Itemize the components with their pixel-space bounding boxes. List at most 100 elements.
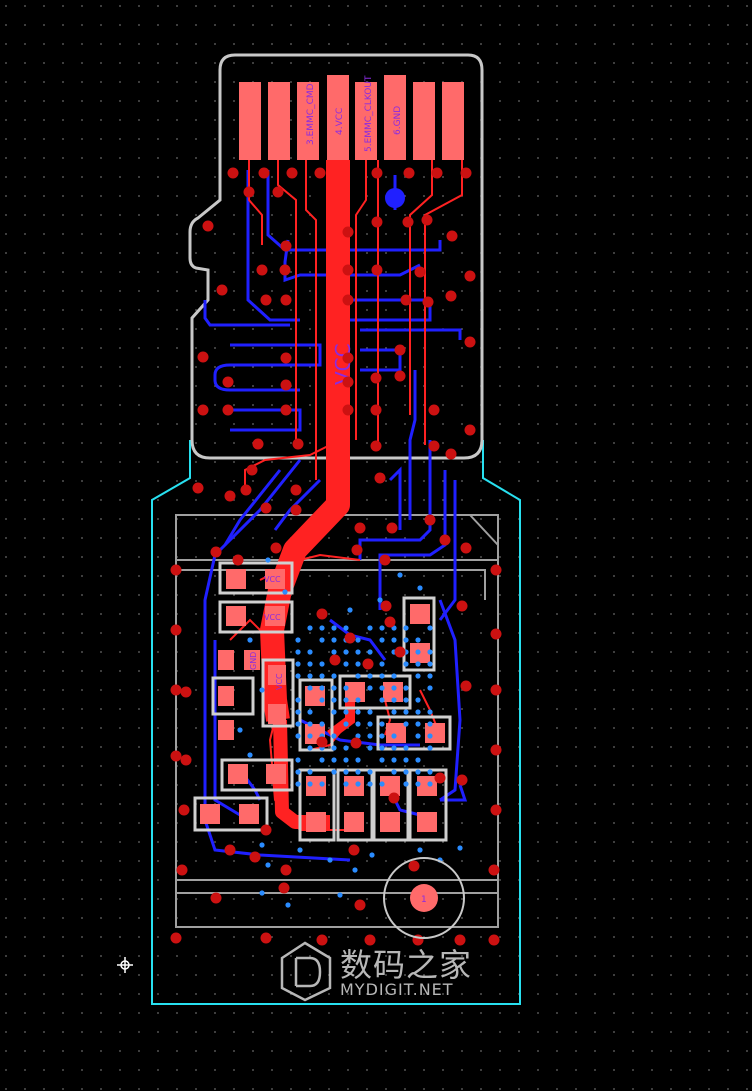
via <box>351 544 363 556</box>
via <box>170 564 182 576</box>
footprint-outline <box>218 561 294 595</box>
via <box>403 167 415 179</box>
pad-label-vcc-2: VCC <box>264 613 281 622</box>
bga-via <box>331 769 337 775</box>
footprint-outline <box>218 600 294 634</box>
watermark-chinese: 数码之家 <box>340 946 473 984</box>
via <box>402 216 414 228</box>
bga-via <box>367 649 373 655</box>
card-outline <box>188 53 484 460</box>
via <box>446 230 458 242</box>
via <box>342 294 354 306</box>
bga-via <box>417 585 423 591</box>
bga-via <box>355 661 361 667</box>
bga-via <box>307 745 313 751</box>
footprint-outline <box>220 758 294 792</box>
bga-via <box>415 637 421 643</box>
bga-via <box>355 649 361 655</box>
bga-via <box>415 649 421 655</box>
bga-via <box>343 721 349 727</box>
via <box>456 600 468 612</box>
bga-via <box>295 733 301 739</box>
bga-via <box>377 597 383 603</box>
bga-via <box>307 769 313 775</box>
bga-via <box>379 637 385 643</box>
via <box>227 167 239 179</box>
via <box>408 860 420 872</box>
via <box>344 632 356 644</box>
via <box>260 502 272 514</box>
via <box>316 934 328 946</box>
bga-via <box>415 757 421 763</box>
bga-via <box>355 673 361 679</box>
via <box>394 344 406 356</box>
origin-crosshair-icon <box>117 957 133 973</box>
bga-via <box>343 745 349 751</box>
bga-via <box>337 892 343 898</box>
via <box>445 448 457 460</box>
bga-via <box>391 757 397 763</box>
bga-via <box>355 697 361 703</box>
via <box>445 290 457 302</box>
via <box>434 772 446 784</box>
contact-pad <box>355 82 377 160</box>
via <box>460 542 472 554</box>
via <box>260 932 272 944</box>
bga-via <box>367 625 373 631</box>
bga-via <box>415 709 421 715</box>
bga-via <box>319 757 325 763</box>
bga-via <box>295 637 301 643</box>
logo-d-icon <box>280 941 332 1002</box>
bga-via <box>307 781 313 787</box>
via <box>342 226 354 238</box>
bga-via <box>247 752 253 758</box>
via <box>371 216 383 228</box>
via <box>374 472 386 484</box>
bga-via <box>355 709 361 715</box>
bga-via <box>343 649 349 655</box>
pin-label-cmd: 3.EMMC_CMD <box>306 83 316 145</box>
bga-via <box>415 721 421 727</box>
bga-via <box>379 757 385 763</box>
contact-pad <box>297 82 319 160</box>
bga-via <box>331 625 337 631</box>
bga-via <box>427 733 433 739</box>
bga-via <box>427 769 433 775</box>
pad-label-vcc-3: VCC <box>275 673 284 690</box>
bga-via <box>415 769 421 775</box>
contact-pad <box>268 82 290 160</box>
via <box>314 167 326 179</box>
via <box>490 804 502 816</box>
footprint-outline <box>211 676 255 716</box>
bga-via <box>307 709 313 715</box>
via <box>180 754 192 766</box>
bga-via <box>343 781 349 787</box>
via <box>460 680 472 692</box>
via <box>170 932 182 944</box>
via <box>428 404 440 416</box>
via <box>386 522 398 534</box>
bga-via <box>367 769 373 775</box>
bga-via <box>355 781 361 787</box>
bga-via <box>307 721 313 727</box>
via <box>224 490 236 502</box>
bga-via <box>403 781 409 787</box>
bga-via <box>343 757 349 763</box>
via <box>490 684 502 696</box>
bga-via <box>379 685 385 691</box>
bga-via <box>379 697 385 703</box>
bga-via <box>403 769 409 775</box>
via <box>490 628 502 640</box>
via <box>170 624 182 636</box>
bga-via <box>403 637 409 643</box>
via <box>384 616 396 628</box>
via <box>394 370 406 382</box>
bga-via <box>427 685 433 691</box>
bga-via <box>417 847 423 853</box>
bga-via <box>403 685 409 691</box>
via <box>490 564 502 576</box>
bga-via <box>295 697 301 703</box>
bga-via <box>367 673 373 679</box>
bga-via <box>331 685 337 691</box>
bga-via <box>379 733 385 739</box>
